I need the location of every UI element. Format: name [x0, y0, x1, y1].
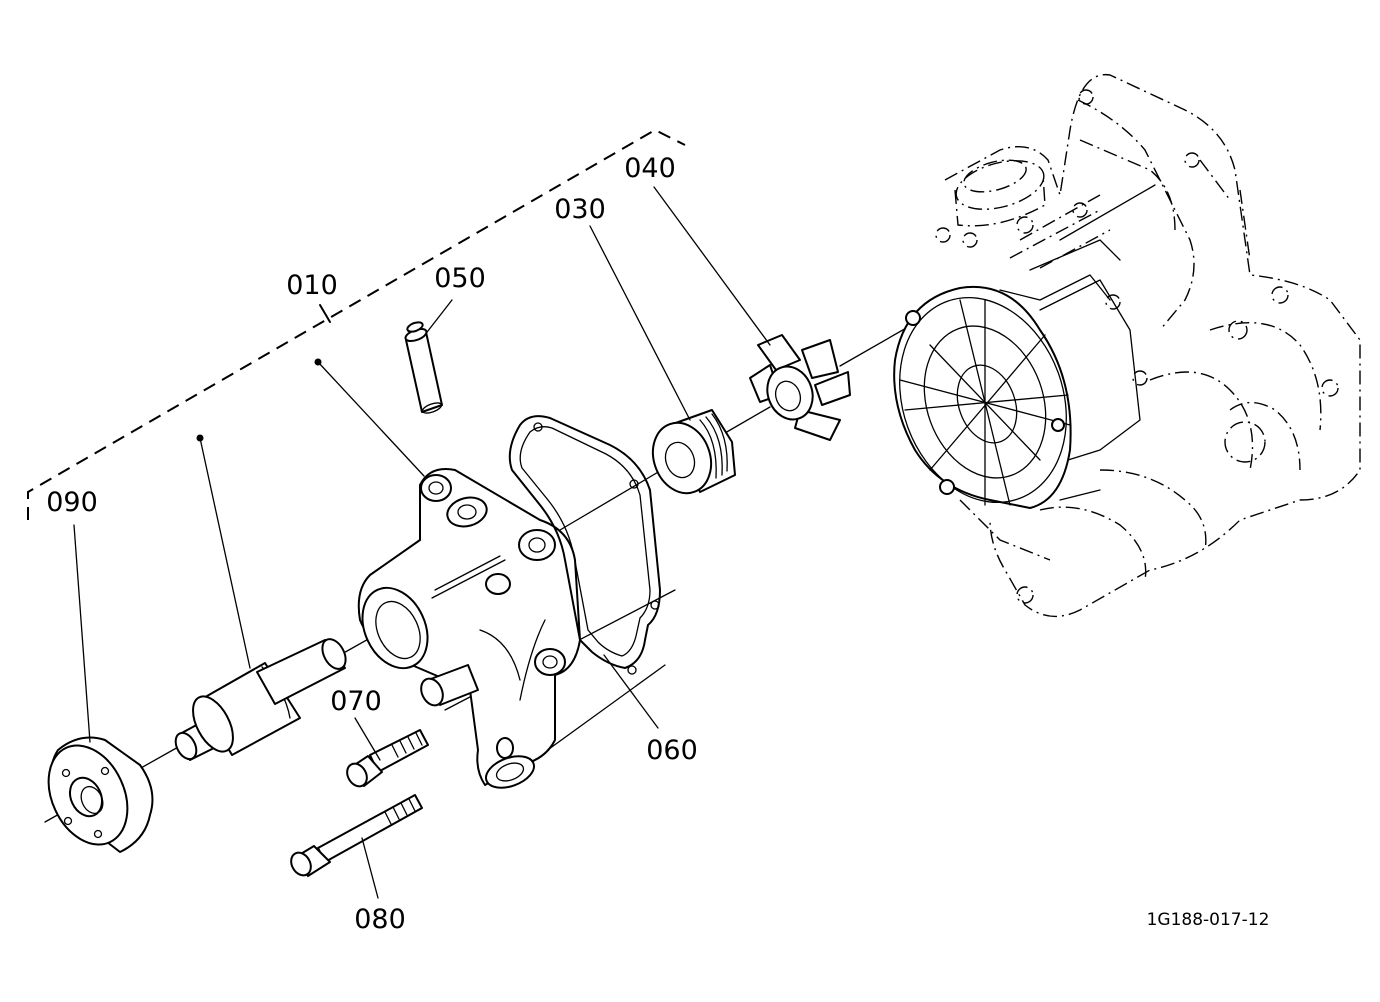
seal-030	[651, 409, 736, 495]
leader-080	[361, 837, 379, 899]
leader-070	[354, 717, 381, 761]
callout-030: 030	[554, 194, 606, 225]
assembly-bracket-010	[27, 128, 686, 520]
callout-labels: 010 030 040 050 060 070 080 090	[46, 153, 698, 935]
leader-050	[423, 299, 453, 337]
bolt-070	[346, 729, 429, 788]
callout-090: 090	[46, 487, 98, 518]
leader-010-body-dot	[314, 358, 322, 366]
callout-060: 060	[646, 735, 698, 766]
engine-block-housing	[935, 73, 1361, 618]
leader-010-shaft	[199, 437, 251, 669]
shaft-bearing	[174, 638, 347, 761]
leader-030	[589, 225, 691, 421]
impeller-040	[749, 334, 851, 441]
pulley-flange-090	[47, 736, 154, 853]
callout-040: 040	[624, 153, 676, 184]
callout-070: 070	[330, 686, 382, 717]
leader-010-body	[317, 361, 425, 477]
leader-lines	[73, 186, 771, 899]
callout-080: 080	[354, 904, 406, 935]
callout-050: 050	[434, 263, 486, 294]
diagram-code: 1G188-017-12	[1147, 910, 1270, 930]
water-pump-body	[357, 468, 581, 789]
leader-040	[653, 186, 771, 346]
pipe-050	[404, 321, 443, 414]
leader-090	[73, 524, 91, 743]
engine-pump-cover	[893, 239, 1141, 509]
callout-010: 010	[286, 270, 338, 301]
bolt-080	[290, 794, 423, 877]
leader-060	[603, 654, 659, 729]
leader-010-shaft-dot	[196, 434, 204, 442]
gasket-060	[508, 415, 661, 675]
